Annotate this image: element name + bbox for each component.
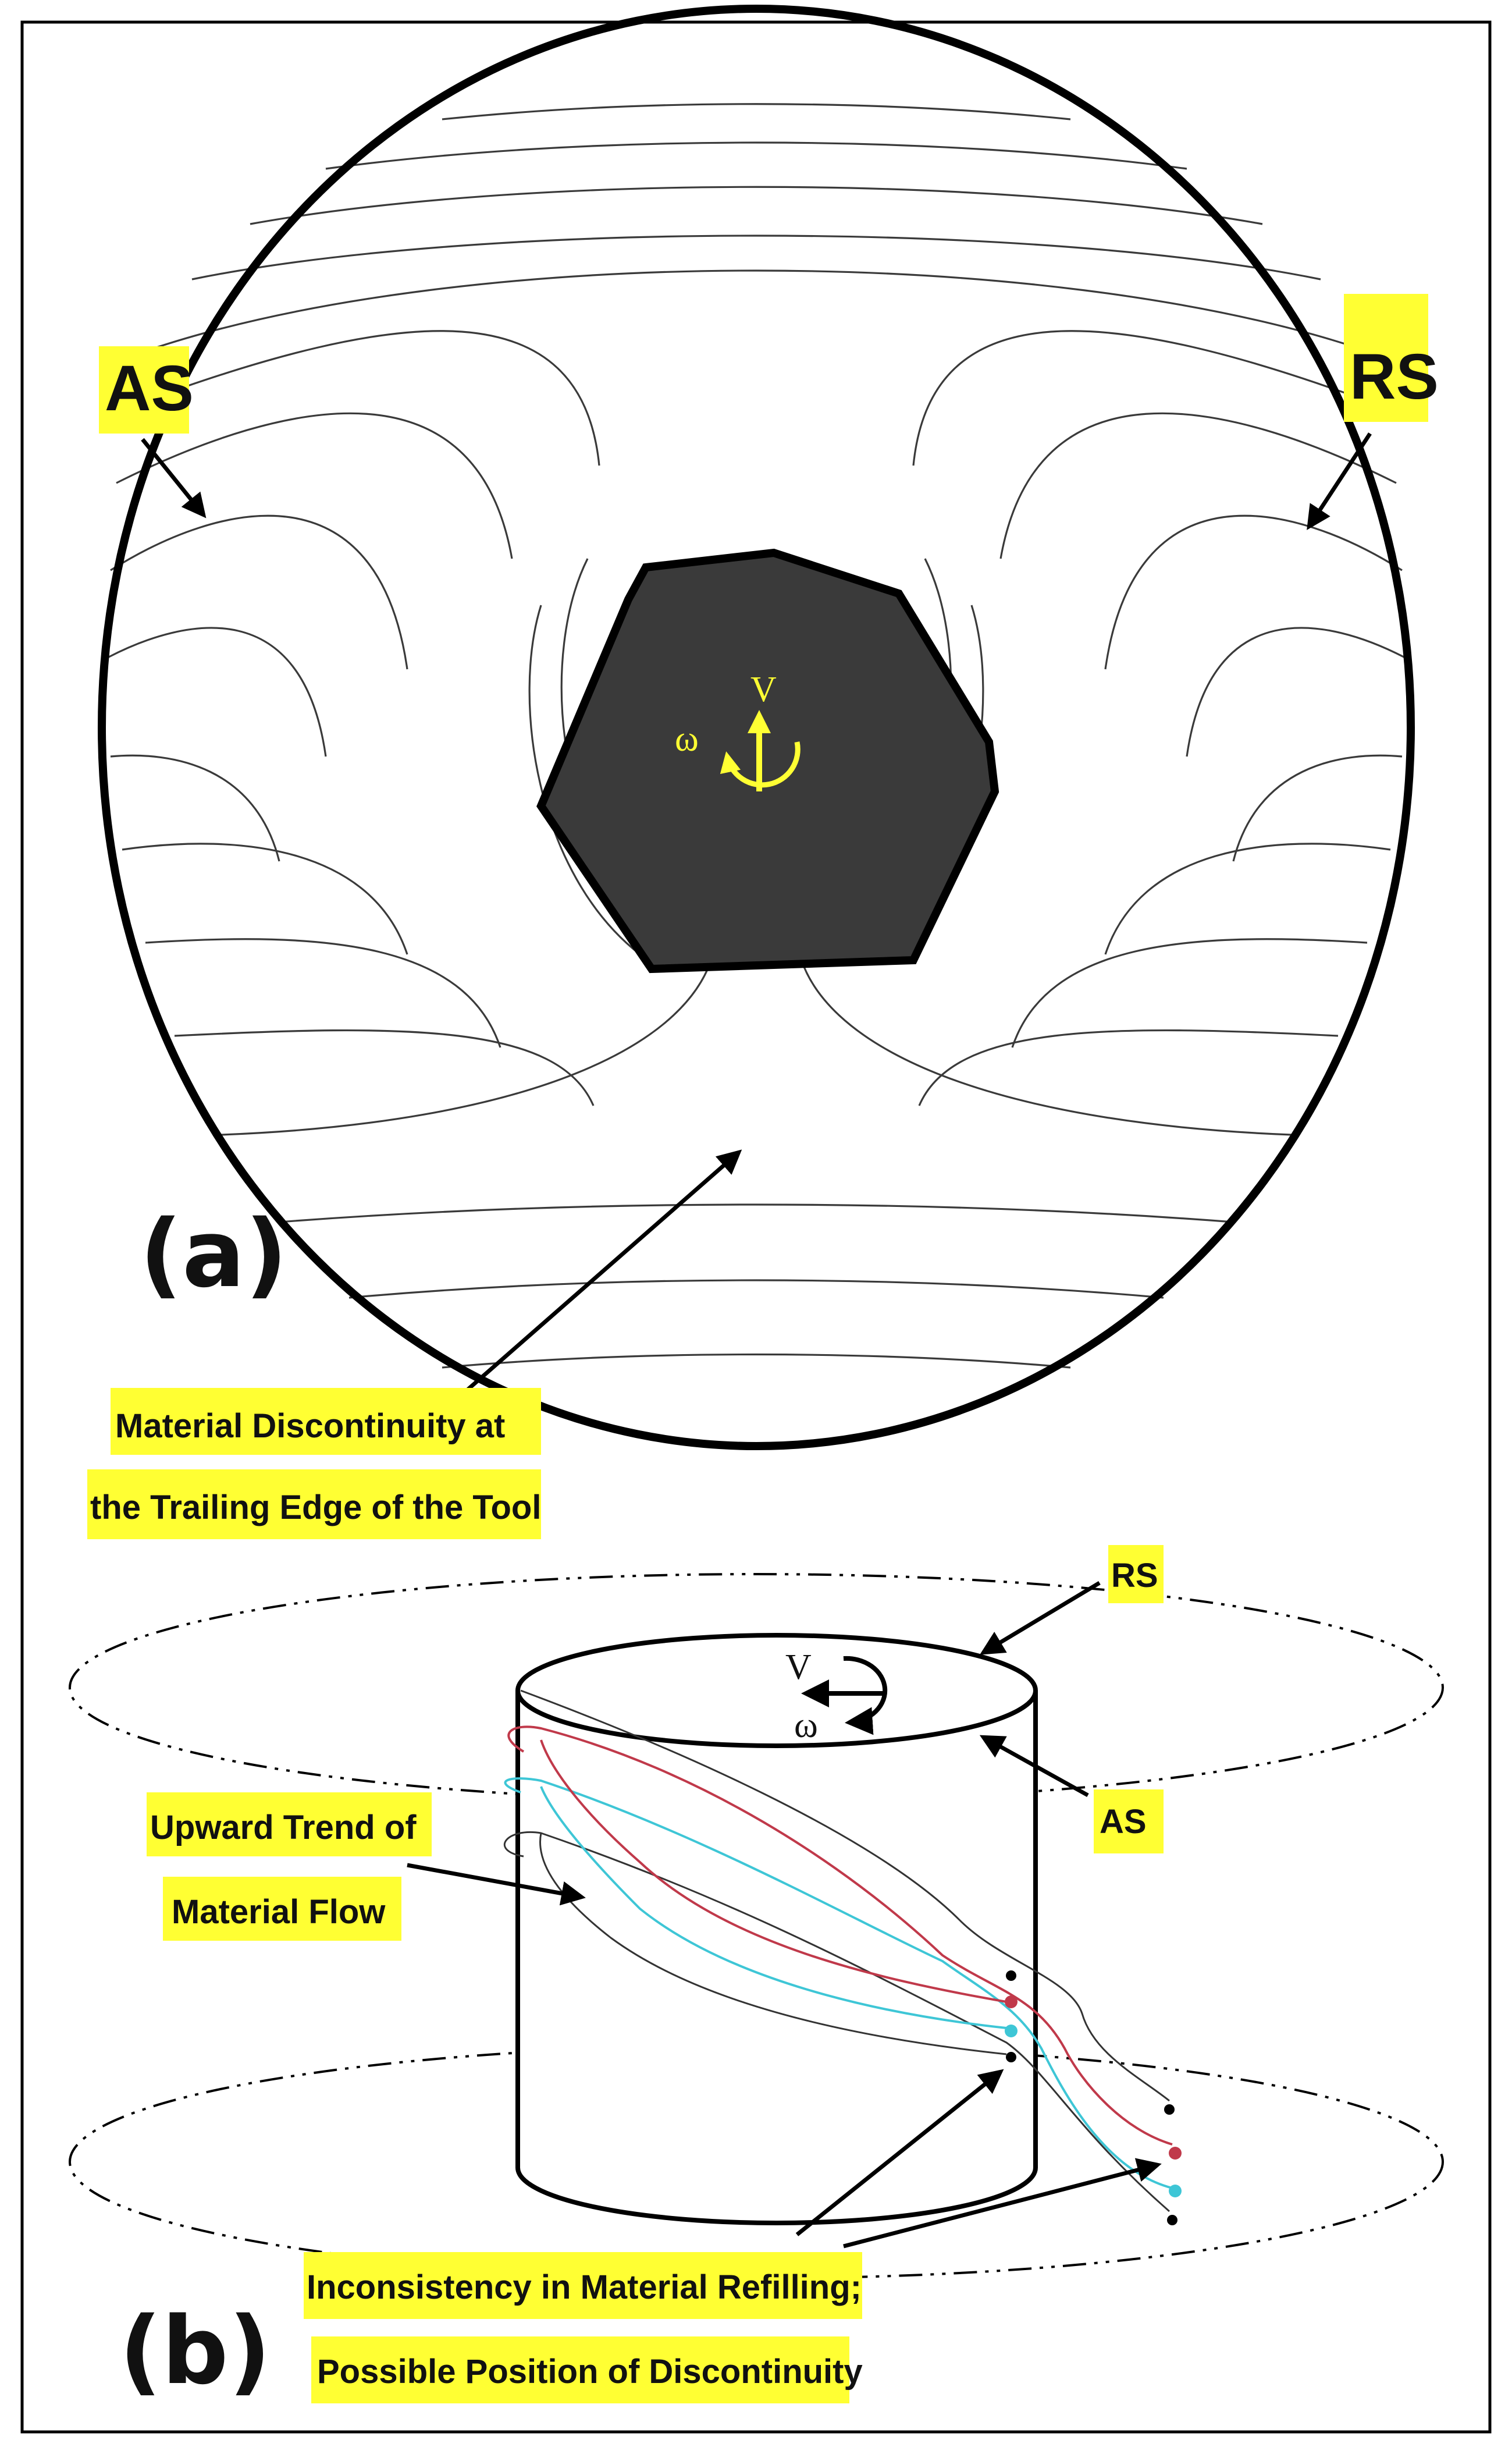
advancing-side-label-b: AS bbox=[1100, 1803, 1147, 1841]
rs-highlight-a bbox=[1344, 294, 1428, 422]
flow-dot-black-1 bbox=[1006, 1970, 1016, 1981]
inconsistency-pointer-2 bbox=[843, 2158, 1162, 2249]
retreating-side-label-a: RS bbox=[1350, 341, 1439, 413]
cylinder-motion-symbols: V ω bbox=[785, 1647, 888, 1745]
discontinuity-pointer bbox=[458, 1149, 742, 1398]
tool-motion-symbols: V ω bbox=[675, 670, 801, 791]
inconsistency-line1: Inconsistency in Material Refilling; bbox=[307, 2268, 862, 2306]
weld-zone-circle bbox=[98, 5, 1415, 1450]
flow-return-black bbox=[539, 1832, 1007, 2055]
velocity-symbol-b: V bbox=[785, 1647, 812, 1687]
flow-line-black-1 bbox=[520, 1689, 1170, 2102]
discontinuity-caption-line2: the Trailing Edge of the Tool bbox=[90, 1489, 541, 1526]
rotation-arrow-icon bbox=[720, 741, 801, 788]
flow-line-black-2 bbox=[503, 1831, 1170, 2212]
tool-cylinder bbox=[515, 1633, 1038, 2225]
retreating-side-label-b: RS bbox=[1111, 1557, 1158, 1594]
inconsistency-highlight-2 bbox=[311, 2336, 849, 2403]
flow-return-cyan bbox=[540, 1786, 1007, 2029]
figure-border bbox=[20, 20, 1492, 2434]
flow-dot-cyan-1 bbox=[1005, 2025, 1018, 2037]
caption-highlight-1 bbox=[111, 1388, 541, 1455]
flow-line-cyan bbox=[504, 1777, 1173, 2189]
panel-b: V ω RS AS Upward Trend of Material Flow … bbox=[69, 1545, 1444, 2405]
inconsistency-line2: Possible Position of Discontinuity bbox=[317, 2353, 863, 2391]
tool-pin bbox=[536, 548, 999, 974]
rotation-arrow-b-icon bbox=[843, 1656, 888, 1735]
panel-a-label: (a) bbox=[140, 1199, 287, 1308]
inconsistency-pointer-1 bbox=[795, 2069, 1004, 2236]
rs-highlight-b bbox=[1108, 1545, 1164, 1603]
as-pointer-b bbox=[979, 1735, 1089, 1798]
omega-symbol-b: ω bbox=[794, 1706, 818, 1745]
discontinuity-caption-line1: Material Discontinuity at bbox=[115, 1407, 505, 1445]
panel-a: V ω AS RS (a) Material Discontinuity at … bbox=[87, 5, 1439, 1539]
caption-highlight-2 bbox=[87, 1469, 541, 1539]
panel-b-label: (b) bbox=[119, 2296, 271, 2405]
omega-symbol: ω bbox=[675, 719, 699, 759]
upward-pointer bbox=[407, 1863, 586, 1906]
upward-highlight-1 bbox=[147, 1792, 432, 1856]
advancing-side-label-a: AS bbox=[105, 353, 194, 424]
flow-dot-black-4 bbox=[1167, 2215, 1177, 2225]
flow-dot-red-1 bbox=[1005, 1995, 1018, 2008]
rs-pointer-b bbox=[979, 1581, 1101, 1655]
flow-line-red bbox=[507, 1725, 1173, 2146]
flow-dot-red-2 bbox=[1169, 2147, 1182, 2160]
velocity-symbol: V bbox=[750, 670, 777, 709]
upward-highlight-2 bbox=[163, 1877, 401, 1941]
panel-b-flow-lines bbox=[503, 1689, 1182, 2225]
upward-trend-line1: Upward Trend of bbox=[150, 1809, 417, 1846]
as-pointer-a bbox=[141, 438, 207, 518]
as-highlight-a bbox=[99, 346, 189, 434]
flow-dot-black-3 bbox=[1164, 2104, 1175, 2115]
flow-return-red bbox=[540, 1739, 1007, 2003]
flow-dot-cyan-2 bbox=[1169, 2185, 1182, 2197]
inconsistency-highlight-1 bbox=[304, 2252, 862, 2319]
upward-trend-line2: Material Flow bbox=[172, 1893, 386, 1931]
rs-pointer-a bbox=[1307, 432, 1372, 530]
flow-dot-black-2 bbox=[1006, 2052, 1016, 2062]
as-highlight-b bbox=[1094, 1789, 1164, 1853]
